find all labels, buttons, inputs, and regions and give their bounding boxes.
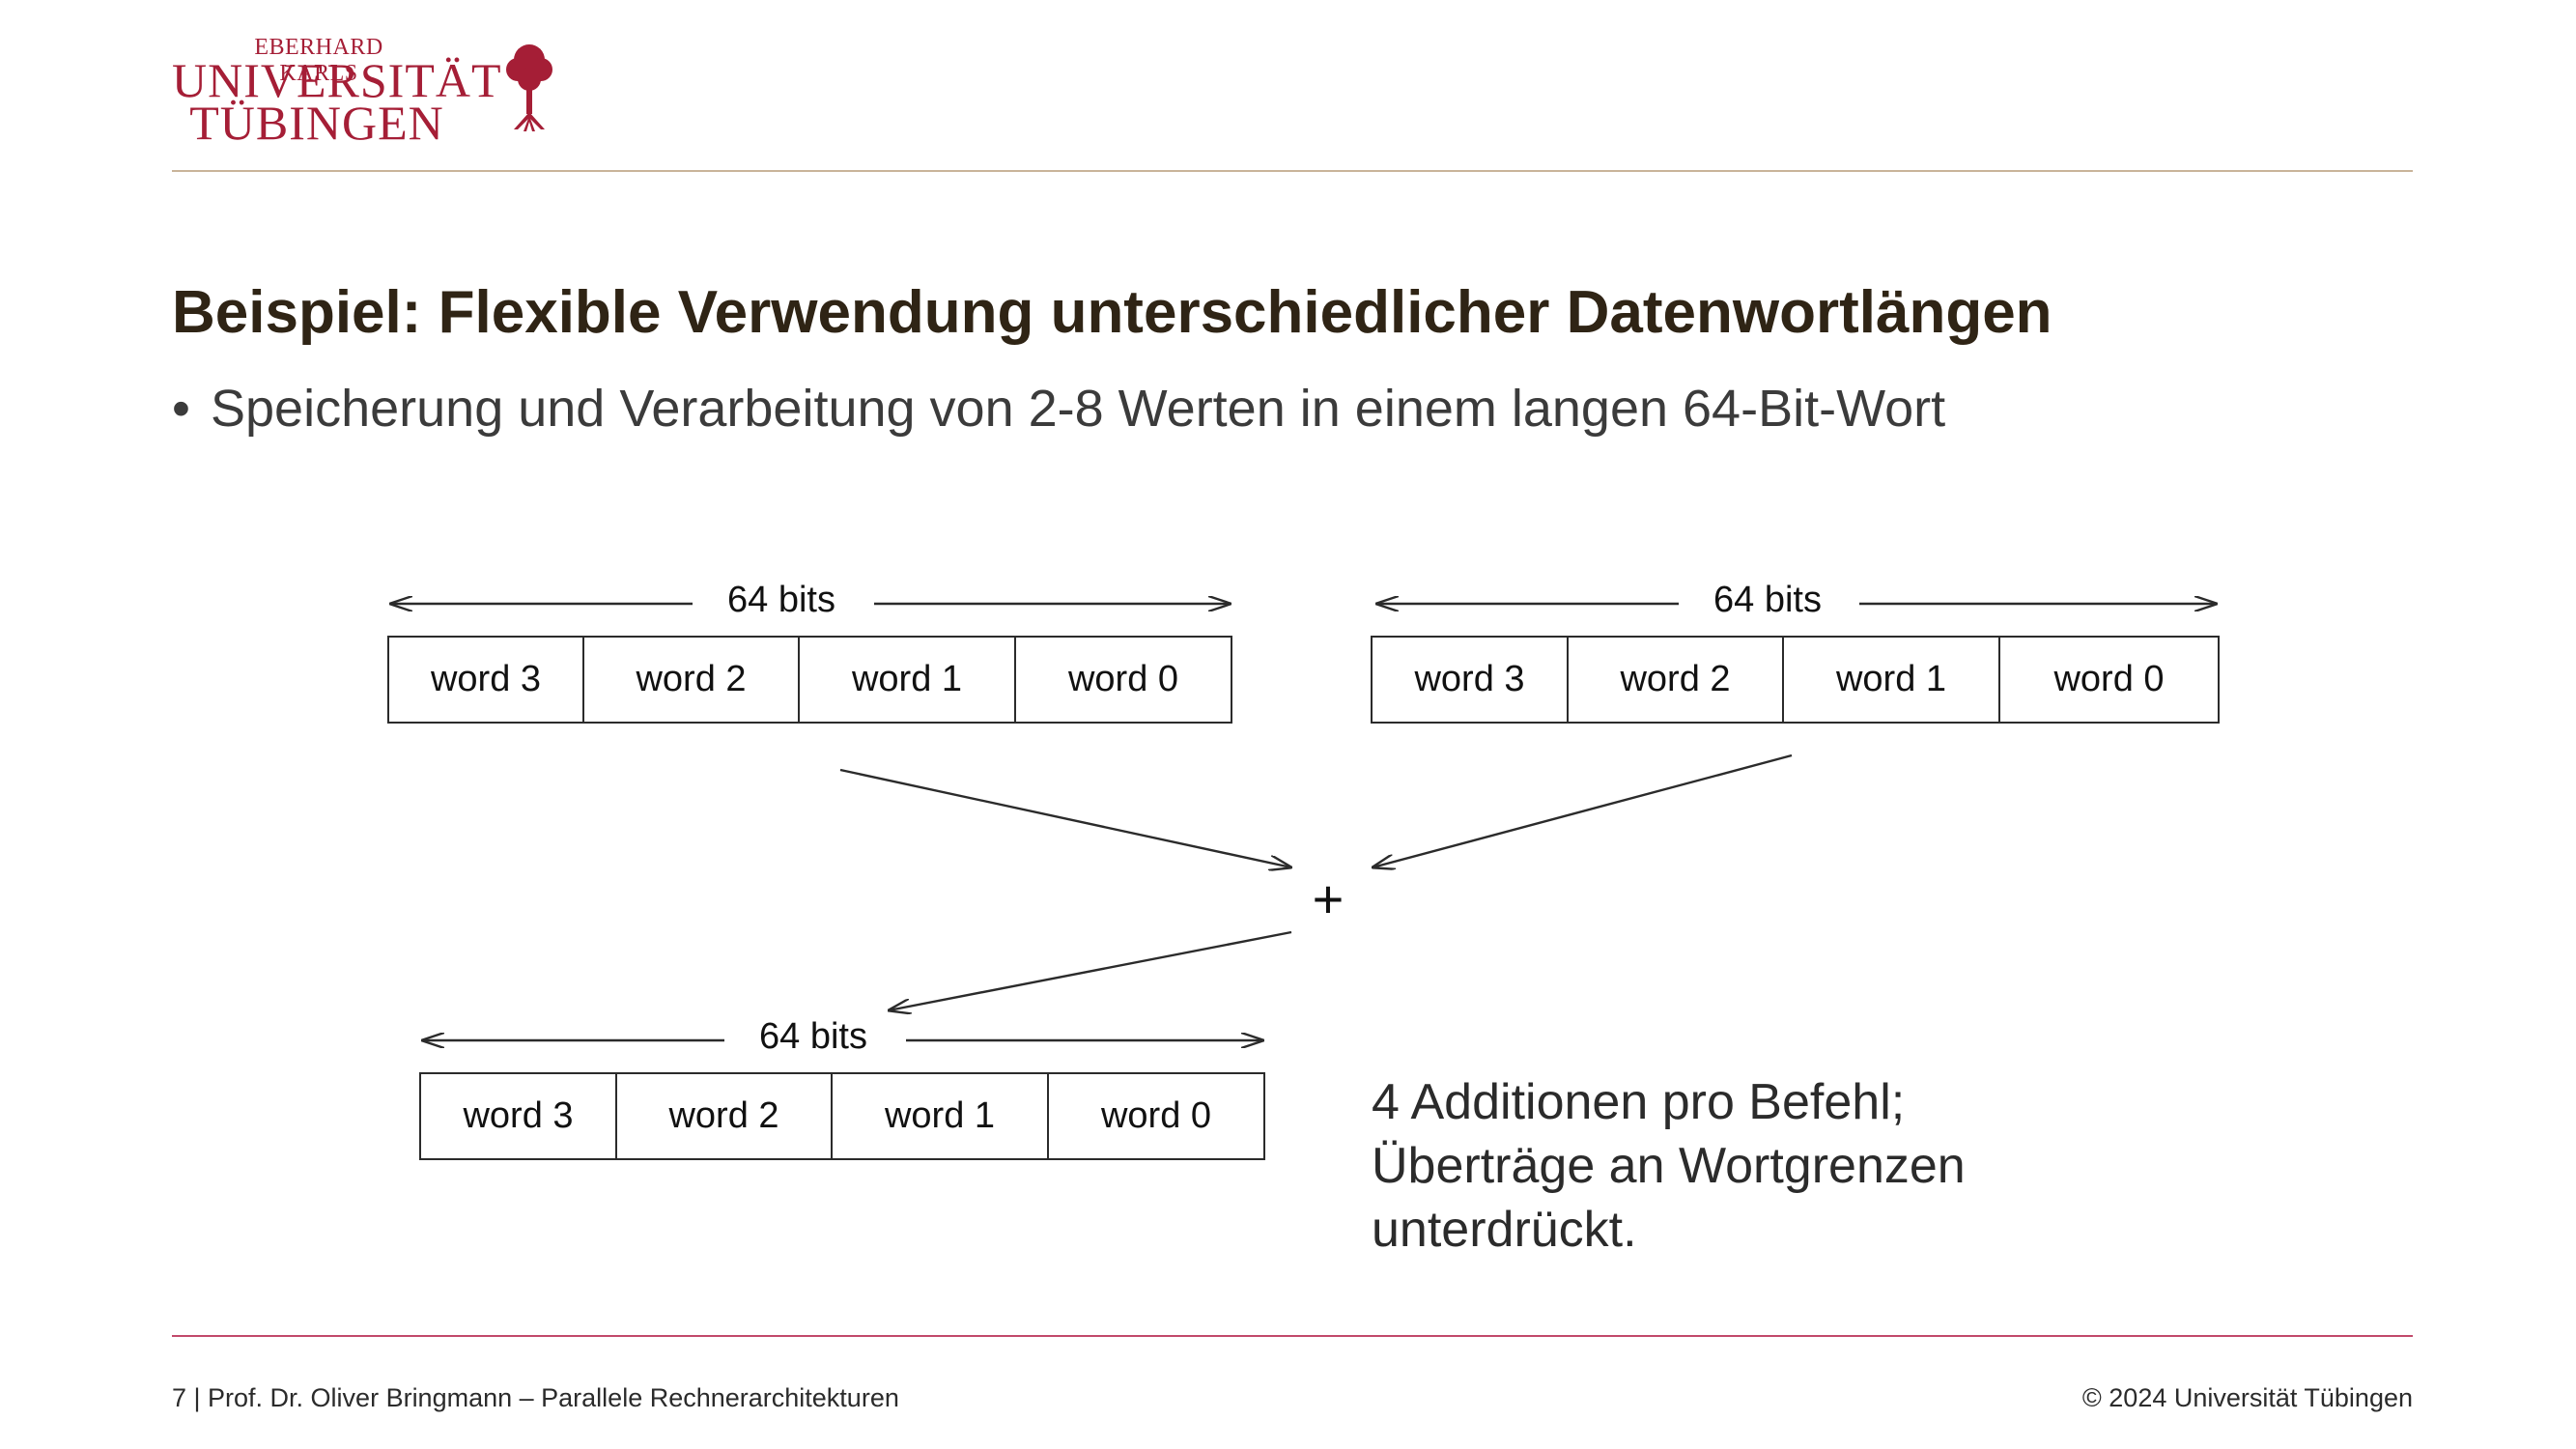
operand-b-word-cell: word 0: [1998, 636, 2220, 724]
note-line: Überträge an Wortgrenzen: [1372, 1138, 1966, 1194]
tree-seal-icon: [506, 44, 552, 131]
addition-note: 4 Additionen pro Befehl; Überträge an Wo…: [1372, 1070, 1966, 1262]
note-line: 4 Additionen pro Befehl;: [1372, 1074, 1906, 1130]
result-word-cell: word 1: [831, 1072, 1049, 1160]
logo-line-small: EBERHARD KARLS: [254, 35, 383, 86]
slide-title: Beispiel: Flexible Verwendung unterschie…: [172, 279, 2052, 346]
arrow-plus-to-result: [889, 930, 1292, 1010]
operand-b-bits-label: 64 bits: [1713, 580, 1822, 620]
arrow-a-to-plus: [839, 768, 1291, 867]
bullet-marker: •: [172, 380, 190, 438]
operand-a-word-cell: word 2: [582, 636, 800, 724]
result-word-cell: word 2: [615, 1072, 833, 1160]
bullet-text: Speicherung und Verarbeitung von 2-8 Wer…: [211, 380, 1946, 438]
logo-line-2: TÜBINGEN: [189, 96, 444, 150]
operand-a-bits-label: 64 bits: [727, 580, 835, 620]
note-line: unterdrückt.: [1372, 1202, 1637, 1258]
bullet-item: • Speicherung und Verarbeitung von 2-8 We…: [172, 379, 1945, 439]
operand-b-word-cell: word 2: [1567, 636, 1784, 724]
result-bits-label: 64 bits: [759, 1016, 867, 1057]
footer-divider: [172, 1335, 2413, 1337]
operand-a-word-cell: word 0: [1014, 636, 1232, 724]
footer-slide-info: 7 | Prof. Dr. Oliver Bringmann – Paralle…: [172, 1383, 899, 1412]
operand-a-word-cell: word 1: [798, 636, 1016, 724]
university-logo: EBERHARD KARLS UNIVERSITÄT TÜBINGEN: [172, 35, 558, 147]
logo-line-1: UNIVERSITÄT: [172, 53, 502, 107]
result-word-cell: word 3: [419, 1072, 617, 1160]
operand-a-word-cell: word 3: [387, 636, 584, 724]
header-divider: [172, 170, 2413, 172]
operand-b-word-cell: word 3: [1371, 636, 1569, 724]
operand-b-word-cell: word 1: [1782, 636, 2000, 724]
footer-copyright: © 2024 Universität Tübingen: [2081, 1383, 2413, 1412]
arrow-b-to-plus: [1373, 753, 1793, 867]
plus-operator: +: [1312, 868, 1345, 929]
result-word-cell: word 0: [1047, 1072, 1265, 1160]
